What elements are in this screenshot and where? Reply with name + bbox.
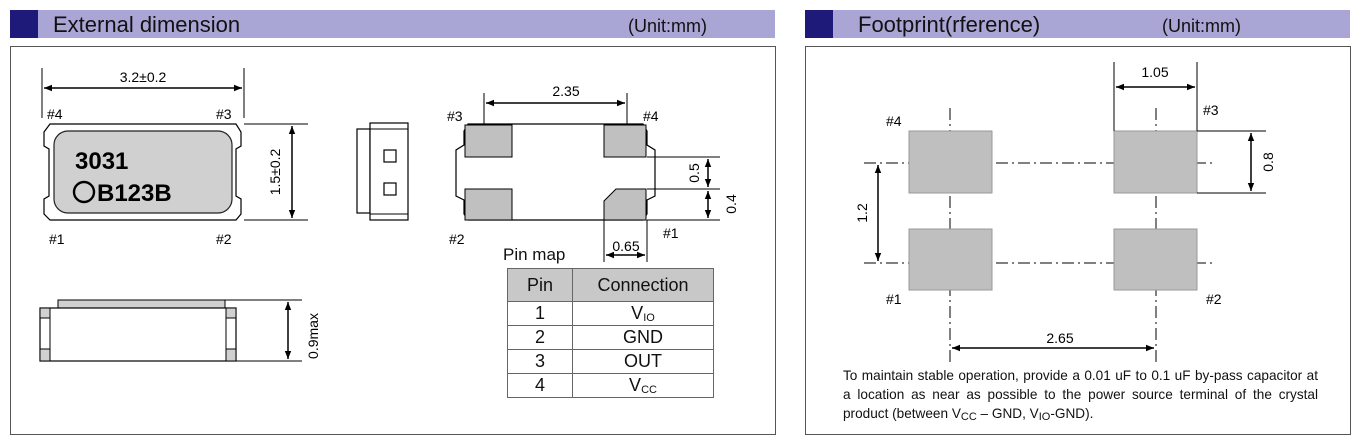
top-view-drawing: 3.2±0.2 #4 #3 3031 B123B #1 #2 1.5±0.2 [41, 68, 308, 247]
footprint-frame [805, 46, 1351, 435]
pad-height-label: 0.5 [686, 163, 702, 183]
external-dimension-header: External dimension (Unit:mm) [10, 10, 775, 38]
note-text-1: To maintain stable operation, provide a … [843, 368, 1318, 421]
footprint-pin1-label: #1 [886, 291, 902, 307]
top-pin2-label: #2 [216, 231, 232, 247]
table-row: 4 VCC [507, 373, 714, 398]
connection-main: GND [623, 327, 663, 347]
footprint-pin3-label: #3 [1203, 102, 1219, 118]
pin-connection: OUT [572, 349, 714, 374]
height-dimension-label: 1.5±0.2 [267, 148, 283, 195]
connection-sub: CC [641, 384, 657, 396]
bypass-capacitor-note: To maintain stable operation, provide a … [843, 366, 1318, 427]
pin-connection: GND [572, 325, 714, 350]
footprint-title: Footprint(rference) [858, 12, 1041, 37]
top-pin3-label: #3 [216, 106, 232, 122]
footprint-drawing: #4 #3 #1 #2 1.05 0.8 1.2 2.65 [854, 62, 1276, 362]
front-view-drawing: 0.9max [39, 299, 321, 362]
pitch-dimension-label: 2.35 [552, 83, 579, 99]
connection-main: V [631, 303, 644, 323]
pin-number: 4 [507, 373, 573, 398]
pin-number: 3 [507, 349, 573, 374]
connection-column-header: Connection [572, 268, 714, 302]
bottom-pin1-label: #1 [663, 225, 679, 241]
note-text-2: – GND, V [976, 406, 1039, 421]
footprint-pin4-label: #4 [886, 113, 902, 129]
package-lid [53, 130, 233, 214]
marking-line1: 3031 [75, 148, 128, 175]
side-view-drawing [356, 122, 409, 221]
connection-sub: IO [643, 312, 655, 324]
bottom-view-drawing: 2.35 #3 #4 #2 #1 0.5 0.4 0.65 [447, 83, 739, 262]
width-dimension-label: 3.2±0.2 [120, 69, 167, 85]
connection-main: V [629, 375, 642, 395]
header-square-icon [10, 10, 38, 38]
right-unit-label: (Unit:mm) [1162, 16, 1241, 36]
note-text-3: -GND). [1050, 406, 1094, 421]
pin-number: 1 [507, 301, 573, 326]
footprint-pin2-label: #2 [1206, 291, 1222, 307]
pad-height-label-fp: 0.8 [1260, 152, 1276, 172]
pad-width-label-fp: 1.05 [1141, 64, 1168, 80]
max-height-label: 0.9max [305, 313, 321, 359]
col-pitch-label: 2.65 [1046, 330, 1073, 346]
pin-column-header: Pin [507, 268, 573, 302]
note-sub-vcc: CC [960, 411, 977, 423]
footprint-pad-1 [908, 228, 993, 291]
pad-width-label: 0.65 [612, 238, 639, 254]
bottom-pad-2 [464, 188, 513, 221]
top-pin1-label: #1 [49, 231, 65, 247]
pin-map-title: Pin map [503, 245, 566, 264]
pin-map-header-row: Pin Connection [507, 268, 714, 302]
bottom-pin2-label: #2 [449, 231, 465, 247]
footprint-pad-4 [908, 130, 993, 194]
external-dimension-title: External dimension [53, 12, 241, 37]
row-pitch-label: 1.2 [854, 203, 870, 223]
bottom-pad-4 [603, 124, 647, 158]
footprint-pad-3 [1113, 130, 1198, 194]
note-sub-vio: IO [1038, 411, 1051, 423]
header-square-icon [805, 10, 833, 38]
bottom-pin3-label: #3 [447, 108, 463, 124]
bottom-pin4-label: #4 [643, 108, 659, 124]
connection-main: OUT [624, 351, 662, 371]
marking-circle-icon [72, 180, 96, 204]
footprint-pad-2 [1113, 228, 1198, 291]
top-pin4-label: #4 [47, 106, 63, 122]
bottom-pad-1 [603, 188, 647, 221]
marking-line2: B123B [97, 180, 172, 207]
table-row: 2 GND [507, 325, 714, 350]
pin-number: 2 [507, 325, 573, 350]
left-unit-label: (Unit:mm) [628, 16, 707, 36]
table-row: 1 VIO [507, 301, 714, 326]
footprint-header: Footprint(rference) (Unit:mm) [805, 10, 1350, 38]
gap-label: 0.4 [723, 194, 739, 214]
table-row: 3 OUT [507, 349, 714, 374]
pin-connection: VIO [572, 301, 714, 326]
bottom-pad-3 [464, 124, 513, 158]
pin-connection: VCC [572, 373, 714, 398]
pin-map-table: Pin Connection 1 VIO 2 GND 3 OUT 4 VCC [507, 268, 714, 398]
